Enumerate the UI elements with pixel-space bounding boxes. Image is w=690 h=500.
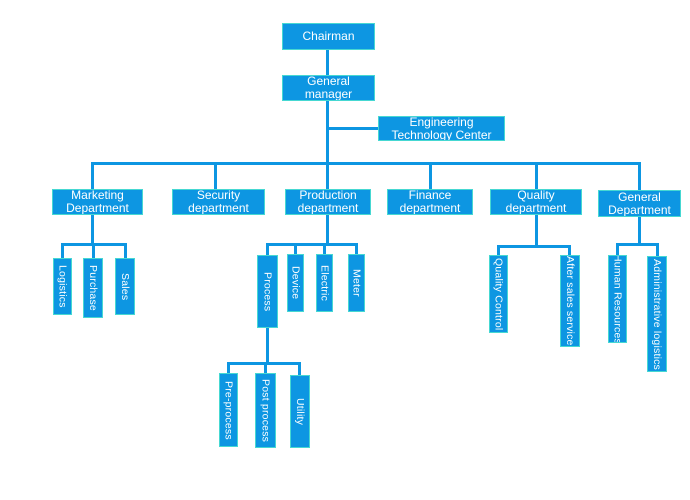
node-label: General manager xyxy=(304,75,353,101)
connector-gm-trunk xyxy=(326,100,329,165)
node-label: Finance department xyxy=(399,189,461,215)
connector-marketing-children xyxy=(91,215,94,246)
connector-quality-children xyxy=(535,214,538,248)
node-purchase[interactable]: Purchase xyxy=(83,258,103,318)
node-label: Engineering Technology Center xyxy=(391,116,492,141)
connector-etc-branch xyxy=(326,127,378,130)
node-logistics[interactable]: Logistics xyxy=(53,258,72,315)
node-label: Human Resources xyxy=(611,255,624,343)
connector-production-children xyxy=(326,215,329,246)
node-label: Administrative logistics xyxy=(651,258,663,370)
node-quality-department[interactable]: Quality department xyxy=(490,189,582,215)
connector-drop-human-resources xyxy=(616,243,619,256)
node-general-manager[interactable]: General manager xyxy=(282,75,375,101)
node-sales[interactable]: Sales xyxy=(115,258,135,315)
node-label: Security department xyxy=(188,189,249,215)
node-pre-process[interactable]: Pre-process xyxy=(219,373,238,447)
node-label: Meter xyxy=(350,269,363,297)
connector-drop-sales xyxy=(124,243,127,259)
connector-drop-pre-process xyxy=(227,362,230,374)
node-label: After sales service xyxy=(564,256,576,346)
node-marketing-department[interactable]: Marketing Department xyxy=(52,189,143,215)
node-device[interactable]: Device xyxy=(287,254,304,312)
node-human-resources[interactable]: Human Resources xyxy=(608,255,627,343)
connector-drop-marketing xyxy=(91,162,94,190)
node-meter[interactable]: Meter xyxy=(348,254,365,312)
connector-drop-admin-logistics xyxy=(656,243,659,257)
connector-drop-utility xyxy=(298,362,301,376)
node-engineering-technology-center[interactable]: Engineering Technology Center xyxy=(378,116,505,141)
node-label: Process xyxy=(261,271,274,312)
node-label: Logistics xyxy=(56,265,69,308)
connector-general-children xyxy=(638,217,641,246)
node-post-process[interactable]: Post process xyxy=(255,373,276,448)
connector-drop-security xyxy=(214,162,217,190)
connector-drop-production xyxy=(326,162,329,190)
node-label: Post process xyxy=(259,378,272,443)
node-label: Marketing Department xyxy=(66,189,129,215)
connector-general-bus xyxy=(616,243,659,246)
node-label: Chairman xyxy=(302,29,355,43)
node-electric[interactable]: Electric xyxy=(316,254,333,312)
node-production-department[interactable]: Production department xyxy=(285,189,371,215)
node-label: Quality Control xyxy=(492,257,505,331)
connector-process-children xyxy=(266,328,269,365)
connector-drop-finance xyxy=(429,162,432,190)
node-label: Quality department xyxy=(505,189,567,215)
connector-production-bus xyxy=(266,243,358,246)
node-finance-department[interactable]: Finance department xyxy=(387,189,473,215)
node-label: Sales xyxy=(119,272,131,301)
node-label: General Department xyxy=(608,190,671,217)
node-process[interactable]: Process xyxy=(257,255,278,328)
node-label: Device xyxy=(289,266,302,300)
connector-chairman-gm xyxy=(326,50,329,75)
connector-drop-quality-control xyxy=(497,245,500,256)
connector-drop-general xyxy=(638,162,641,191)
connector-drop-device xyxy=(294,243,297,255)
connector-drop-after-sales xyxy=(568,245,571,256)
node-chairman[interactable]: Chairman xyxy=(282,23,375,50)
node-administrative-logistics[interactable]: Administrative logistics xyxy=(647,256,667,372)
node-label: Pre-process xyxy=(222,380,235,440)
connector-drop-quality xyxy=(535,162,538,190)
connector-departments-bus xyxy=(91,162,641,165)
node-label: Utility xyxy=(294,397,306,426)
node-after-sales-service[interactable]: After sales service xyxy=(560,255,580,347)
connector-drop-meter xyxy=(355,243,358,255)
node-utility[interactable]: Utility xyxy=(290,375,310,448)
connector-drop-electric xyxy=(323,243,326,255)
node-label: Purchase xyxy=(87,265,99,311)
connector-drop-purchase xyxy=(92,243,95,259)
connector-quality-bus xyxy=(497,245,571,248)
node-quality-control[interactable]: Quality Control xyxy=(489,255,508,333)
connector-drop-post-process xyxy=(264,362,267,374)
connector-drop-process xyxy=(266,243,269,256)
node-label: Electric xyxy=(318,264,331,302)
node-security-department[interactable]: Security department xyxy=(172,189,265,215)
node-label: Production department xyxy=(297,189,359,215)
node-general-department[interactable]: General Department xyxy=(598,190,681,217)
connector-drop-logistics xyxy=(61,243,64,259)
